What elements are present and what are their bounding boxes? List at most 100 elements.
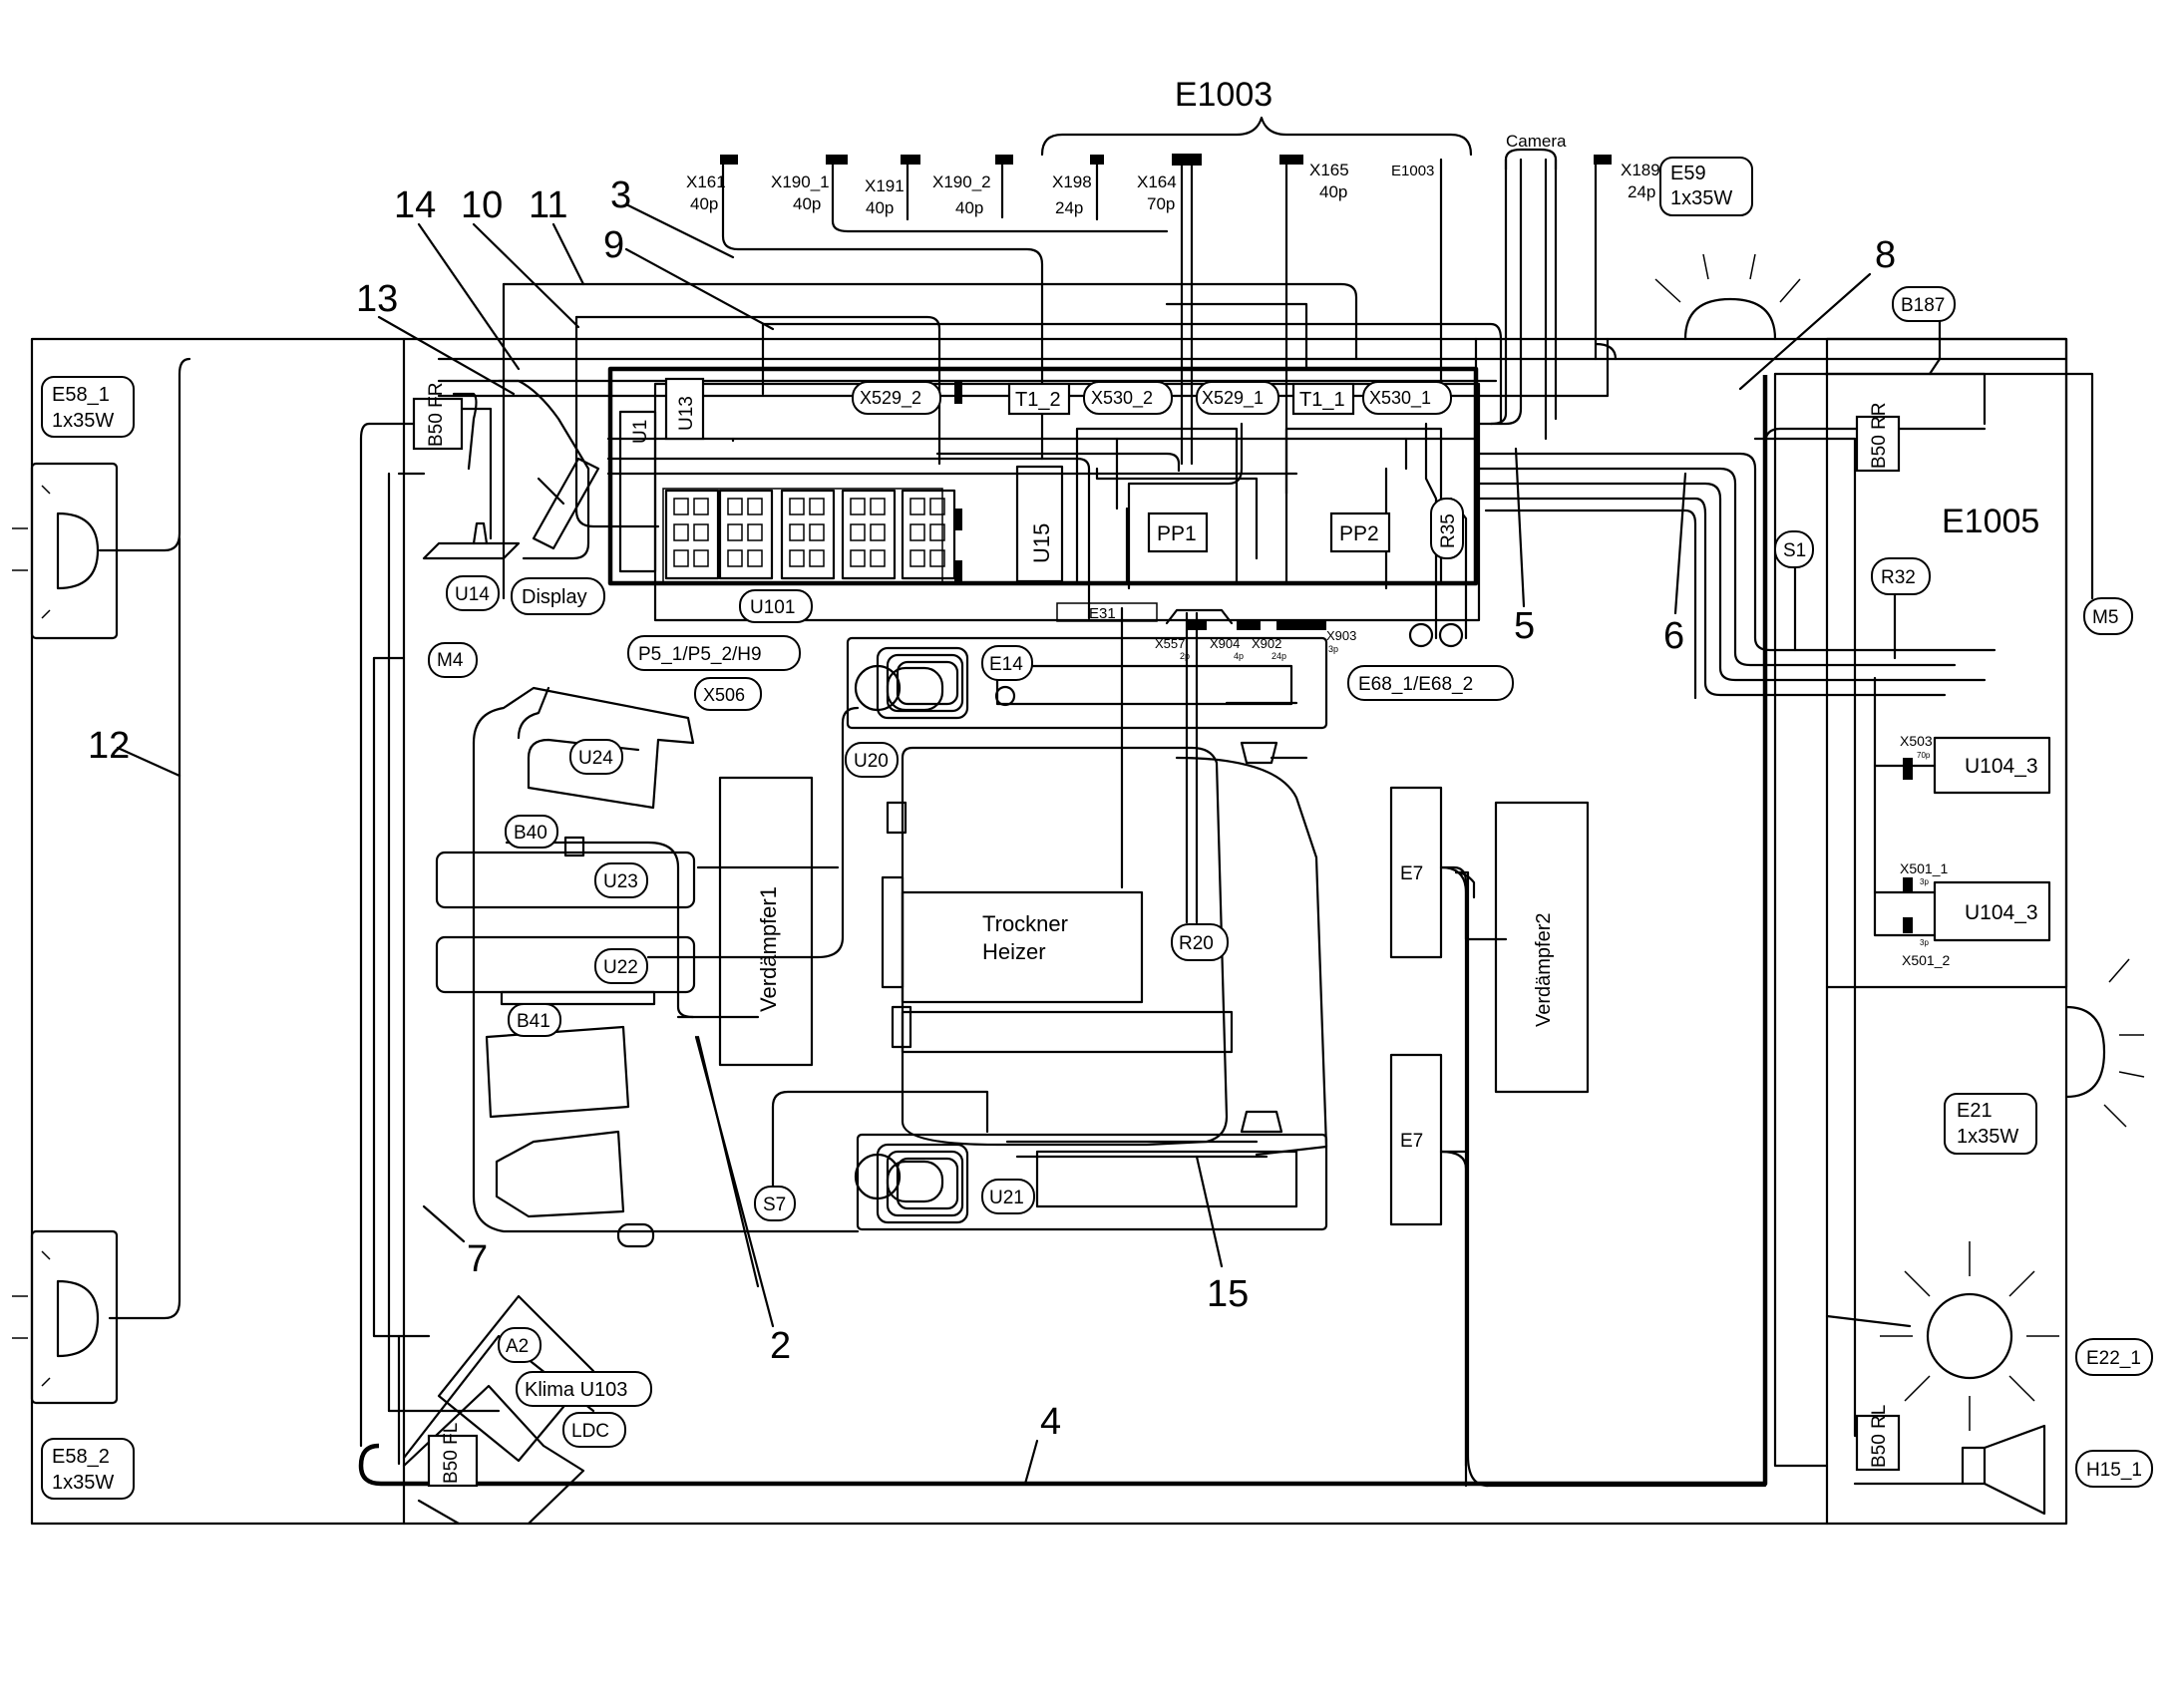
b41-label: B41 [517,1011,550,1032]
x557-label: X557 [1155,636,1185,651]
e58-2-spec: 1x35W [52,1472,114,1494]
x191-pins: 40p [866,198,894,217]
e58-1-label: E58_1 [52,384,110,406]
display-label: Display [522,586,587,608]
pp2-label: PP2 [1339,522,1379,545]
b50-fr-label: B50 FR [426,383,447,447]
harness-number-13: 13 [356,278,398,320]
vehicle-outline [30,337,2068,1526]
x164-pins: 70p [1147,194,1175,213]
top-connectors [720,116,1612,171]
u13-label: U13 [676,396,697,431]
e59-label: E59 [1670,163,1706,184]
t1-1-label: T1_1 [1299,389,1345,411]
harness-numbers: 2 3 4 5 6 7 8 9 10 11 12 13 14 15 [88,174,1896,1486]
harness-number-4: 4 [1040,1401,1061,1443]
e59-spec: 1x35W [1670,187,1732,209]
klima-label: Klima U103 [525,1379,627,1401]
p5-label: P5_1/P5_2/H9 [638,644,762,665]
title-labels: E1003 Camera E1005 Trockner Heizer Verdä… [756,76,2039,1027]
x530-1-label: X530_1 [1369,388,1431,409]
x529-1-label: X529_1 [1202,388,1264,409]
b50-fl-label: B50 FL [441,1423,462,1484]
x190-2-pins: 40p [955,198,983,217]
e31-label: E31 [1089,605,1116,622]
x903-label: X903 [1326,628,1356,643]
u20-label: U20 [854,751,889,772]
trockner-label: Trockner [982,911,1068,936]
e7b-label: E7 [1400,1131,1423,1152]
e14-label: E14 [989,654,1023,675]
x503-label: X503 [1900,733,1933,749]
e1003-connector-label: E1003 [1391,163,1434,179]
camera-label: Camera [1506,132,1567,151]
u15-label: U15 [1029,523,1054,563]
x189-pins: 24p [1628,182,1655,201]
connector-labels: X161 40p X190_1 40p X191 40p X190_2 40p … [686,161,1950,968]
harness-number-2: 2 [770,1325,791,1367]
u21-label: U21 [989,1188,1024,1208]
x190-2-label: X190_2 [932,172,991,191]
electronics-box [607,366,1481,648]
u1-label: U1 [630,420,651,444]
e21-spec: 1x35W [1957,1126,2018,1148]
e68-label: E68_1/E68_2 [1358,674,1473,695]
u104-3b-label: U104_3 [1965,901,2038,924]
x190-1-label: X190_1 [771,172,830,191]
e21-label: E21 [1957,1100,1993,1122]
e1003-title: E1003 [1175,76,1272,114]
x198-label: X198 [1052,172,1092,191]
r35-label: R35 [1438,513,1459,548]
fuse-block [662,382,962,584]
harness-lines [98,158,2094,1488]
x501-2-label: X501_2 [1902,952,1950,968]
x904-label: X904 [1210,636,1240,651]
x904-pins: 4p [1234,651,1244,661]
x902-pins: 24p [1272,651,1286,661]
b50-rr-label: B50 RR [1869,402,1890,469]
x161-pins: 40p [690,194,718,213]
harness-number-9: 9 [603,224,624,266]
x191-label: X191 [865,176,905,195]
e58-2-label: E58_2 [52,1446,110,1468]
m4-label: M4 [437,650,464,671]
u101-label: U101 [750,597,795,618]
x557-pins: 2p [1180,651,1190,661]
x903-pins: 3p [1328,644,1338,654]
b50-rl-label: B50 RL [1869,1405,1890,1468]
b40-label: B40 [514,823,547,844]
harness-number-12: 12 [88,725,130,767]
harness-number-14: 14 [394,184,436,226]
verdampfer1-label: Verdämpfer1 [756,886,781,1012]
harness-number-8: 8 [1875,234,1896,276]
pp1-label: PP1 [1157,522,1197,545]
harness-number-10: 10 [461,184,503,226]
x530-2-label: X530_2 [1091,388,1153,409]
u23-label: U23 [603,871,638,892]
verdampfer2-label: Verdämpfer2 [1533,912,1555,1027]
u104-3a-label: U104_3 [1965,755,2038,778]
harness-number-6: 6 [1663,615,1684,657]
t1-2-label: T1_2 [1015,389,1061,411]
x165-pins: 40p [1319,182,1347,201]
harness-number-3: 3 [610,174,631,216]
x165-label: X165 [1309,161,1349,179]
e58-1-spec: 1x35W [52,410,114,432]
heizer-label: Heizer [982,939,1046,964]
component-callouts: E58_1 1x35W E58_2 1x35W E59 1x35W E21 1x… [41,157,2153,1500]
x161-label: X161 [686,172,726,191]
a2-label: A2 [506,1336,529,1357]
ldc-label: LDC [571,1421,609,1442]
x902-label: X902 [1252,636,1281,651]
x190-1-pins: 40p [793,194,821,213]
r20-label: R20 [1179,933,1214,954]
s1-label: S1 [1783,540,1806,561]
harness-number-5: 5 [1514,605,1535,647]
x503-pins: 70p [1917,751,1931,760]
x189-label: X189 [1621,161,1660,179]
e1005-title: E1005 [1942,503,2039,540]
x529-2-label: X529_2 [860,388,921,409]
x501-1-pins: 3p [1920,877,1929,886]
x164-label: X164 [1137,172,1177,191]
x501-1-label: X501_1 [1900,860,1948,876]
